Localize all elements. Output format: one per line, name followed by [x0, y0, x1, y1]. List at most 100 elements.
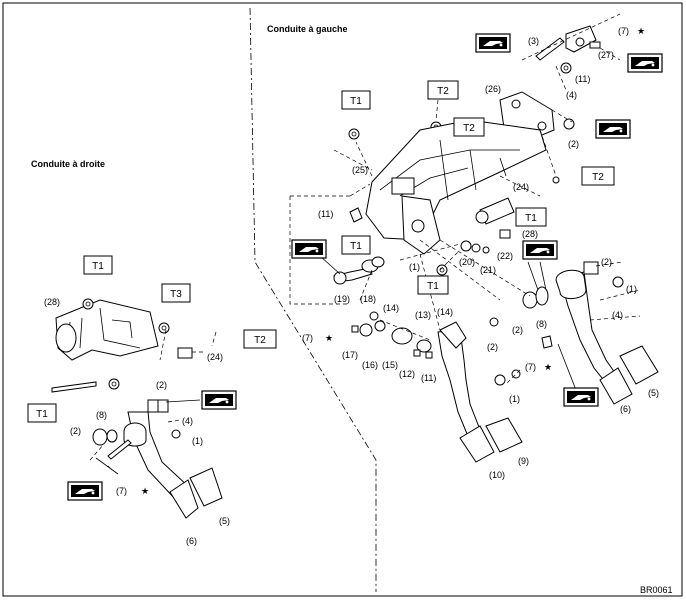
pedal-pad-5-rhd: [189, 467, 223, 507]
grease-gun-icon: [67, 481, 103, 501]
part-label: (2): [512, 325, 523, 335]
part-label: (11): [318, 209, 333, 219]
part-label: (2): [487, 342, 498, 352]
pin-7-clutch: [351, 325, 359, 333]
heading-left-drive: Conduite à gauche: [267, 24, 348, 34]
clevis-pin: [575, 37, 585, 47]
part-label: (1): [509, 394, 520, 404]
svg-text:T2: T2: [463, 123, 475, 134]
pin-7-brake: [541, 335, 553, 349]
part-label: (8): [536, 319, 547, 329]
pin-rhd-7: [107, 439, 132, 460]
clutch-pedal-hub: [439, 321, 467, 349]
clip-11: [425, 351, 433, 359]
part-label: (11): [421, 373, 436, 383]
grease-gun-icon: [522, 240, 558, 260]
part-label: (2): [70, 426, 81, 436]
svg-text:T1: T1: [350, 241, 362, 252]
part-label: (16): [362, 360, 378, 370]
pin-7-top: [589, 41, 601, 49]
part-label: (22): [497, 251, 513, 261]
part-label: (1): [192, 436, 203, 446]
svg-text:T1: T1: [350, 96, 362, 107]
part-label: (10): [489, 470, 505, 480]
shaft-19-head: [333, 271, 347, 285]
part-label: (4): [182, 416, 193, 426]
bushing-2-brake: [522, 291, 538, 309]
clip-14: [369, 311, 379, 321]
bushing-2-clutch: [489, 317, 499, 327]
svg-text:T2: T2: [592, 172, 604, 183]
torque-box-t2-lhd-mid: T2: [453, 117, 485, 137]
phantom-lines-center: [419, 109, 573, 331]
part-label: (21): [480, 265, 496, 275]
star-symbol: ★: [544, 362, 552, 372]
nut-rhd-t3: [158, 322, 170, 334]
spring-rhd-8: [106, 429, 118, 443]
grease-gun-icon: [627, 53, 663, 73]
bushing-1-clutch: [494, 374, 506, 386]
pedal-pad-10: [459, 425, 495, 463]
heading-right-drive: Conduite à droite: [31, 159, 105, 169]
pedal-pad-5: [619, 345, 659, 385]
svg-text:T3: T3: [170, 289, 182, 300]
part-label: (4): [612, 310, 623, 320]
bushing-rhd-2b: [157, 399, 169, 413]
part-label: (6): [186, 536, 197, 546]
bushing-13: [416, 339, 432, 353]
spring-18b: [371, 256, 385, 268]
pedal-bracket-rhd: [55, 299, 159, 361]
bracket-window: [391, 177, 415, 195]
part-label: (27): [598, 50, 614, 60]
bracket-26-stud: [511, 99, 521, 109]
nut-11-top: [560, 62, 572, 74]
nut-t1-lower: [436, 264, 448, 276]
grease-gun-icon: [475, 33, 511, 53]
washer-22: [482, 246, 490, 254]
grease-arrows-brake: [527, 261, 547, 291]
pedal-pad-6-rhd: [169, 479, 199, 519]
torque-box-t2-rhd: T2: [243, 329, 277, 349]
bolt-t2-small: [552, 176, 560, 184]
part-label: (18): [360, 294, 376, 304]
torque-box-t2-lhd-upper: T2: [427, 80, 459, 100]
part-label: (6): [620, 404, 631, 414]
pedal-pad-9: [485, 417, 523, 453]
part-label: (14): [383, 303, 399, 313]
pin-12: [413, 349, 421, 357]
bracket-boss: [55, 323, 77, 353]
part-label: (17): [342, 350, 358, 360]
pushrod-3: [535, 37, 565, 61]
part-label: (4): [566, 90, 577, 100]
part-label: (20): [459, 257, 475, 267]
svg-text:T1: T1: [525, 213, 537, 224]
bolt-rhd: [51, 381, 97, 393]
spring-8: [535, 286, 549, 306]
grease-gun-icon: [201, 390, 237, 410]
left-drive-assembly: [289, 13, 659, 463]
pedal-pad-6: [599, 367, 633, 405]
phantom-lines-lower: [359, 243, 461, 341]
nut-rhd-lower: [108, 378, 120, 390]
part-label: (3): [528, 36, 539, 46]
torque-box-t1-lhd-lower: T1: [417, 275, 449, 295]
part-label: (7): [302, 333, 313, 343]
part-label: (7): [525, 362, 536, 372]
bolt-11-left: [349, 207, 363, 223]
torque-box-t2-lhd-right: T2: [581, 166, 615, 186]
figure-code: BR0061: [640, 585, 673, 595]
part-label: (8): [96, 410, 107, 420]
part-label: (11): [575, 74, 590, 84]
switch-24-end: [475, 210, 489, 224]
leader-lines-rhd-lower: [89, 419, 181, 461]
torque-box-t1-rhd-lower: T1: [27, 403, 57, 423]
part-label: (5): [219, 516, 230, 526]
clip-rhd-1: [171, 429, 181, 439]
phantom-lines-right: [505, 261, 641, 385]
part-label: (1): [626, 284, 637, 294]
clip-1-brake: [612, 276, 624, 288]
bushing-rhd-left: [92, 428, 108, 446]
part-label: (9): [518, 456, 529, 466]
torque-box-t1-lhd-mid: T1: [515, 207, 547, 227]
